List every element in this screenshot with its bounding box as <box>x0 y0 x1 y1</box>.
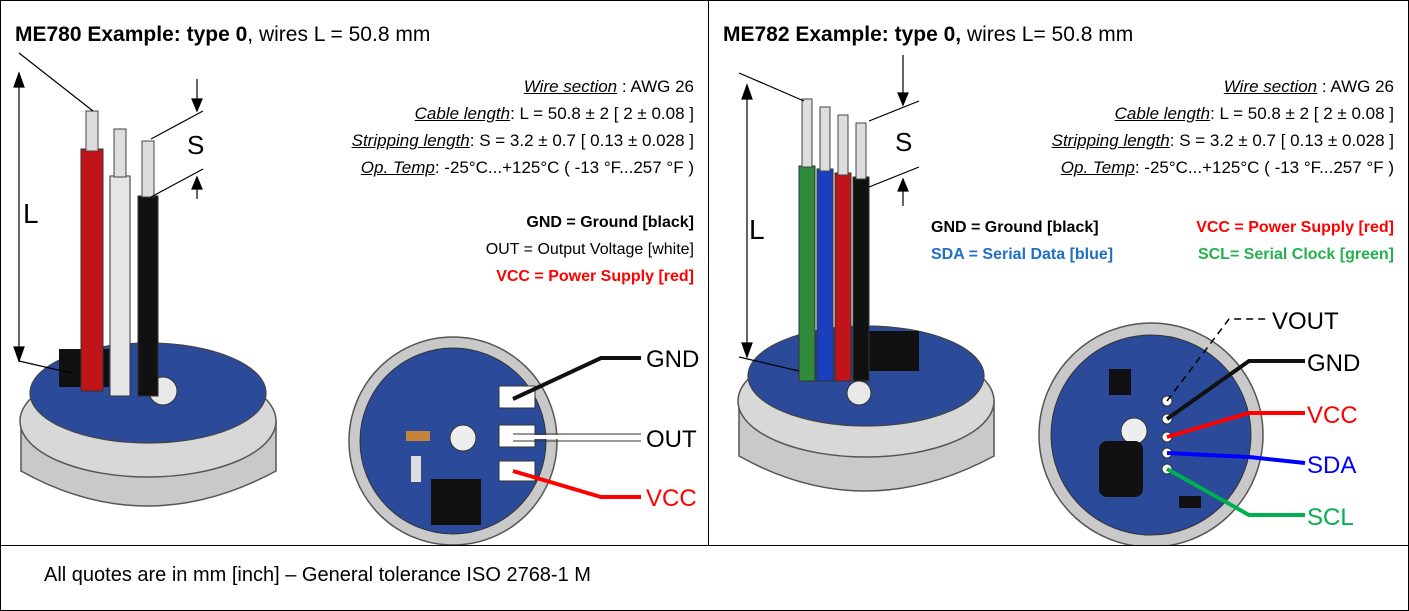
spec-sep: : <box>1169 131 1180 150</box>
legend-gnd: GND = Ground [black] <box>526 214 694 231</box>
spec-sep: : <box>434 158 445 177</box>
me782-legend-right: VCC = Power Supply [red] SCL= Serial Clo… <box>1196 214 1394 268</box>
me782-pin-sda: SDA <box>1307 452 1356 479</box>
me782-title-rest: wires L= 50.8 mm <box>961 23 1134 46</box>
me780-pin-out: OUT <box>646 426 697 453</box>
me782-dim-s-label: S <box>895 127 912 157</box>
spec-row: Wire section : AWG 26 <box>1052 73 1394 100</box>
legend-sda: SDA = Serial Data [blue] <box>931 246 1114 263</box>
me780-pin-vcc: VCC <box>646 485 697 512</box>
me782-drawing: VOUT GND VCC SDA SCL L S <box>737 55 1360 545</box>
spec-value: -25°C...+125°C ( -13 °F...257 °F ) <box>444 158 694 177</box>
me782-pin-vcc: VCC <box>1307 402 1358 429</box>
spec-value: L = 50.8 ± 2 [ 2 ± 0.08 ] <box>519 104 694 123</box>
spec-label: Op. Temp <box>1060 158 1135 177</box>
spec-row: Cable length: L = 50.8 ± 2 [ 2 ± 0.08 ] <box>1052 100 1394 127</box>
me780-panel: GND OUT VCC L S ME780 Example: type 0, w… <box>1 1 708 545</box>
legend-out: OUT = Output Voltage [white] <box>485 241 694 258</box>
me782-wires <box>798 98 870 382</box>
me780-pin-gnd: GND <box>646 346 699 373</box>
footer-note: All quotes are in mm [inch] – General to… <box>44 564 591 586</box>
me780-title-rest: , wires L = 50.8 mm <box>247 23 431 46</box>
me780-wires <box>80 110 159 397</box>
me780-dimension-s <box>150 79 204 199</box>
me780-dim-s-label: S <box>187 130 204 160</box>
spec-sep: : <box>469 131 480 150</box>
me780-legend: GND = Ground [black] OUT = Output Voltag… <box>486 209 694 290</box>
me782-pin-leads <box>1165 318 1306 517</box>
spec-value: S = 3.2 ± 0.7 [ 0.13 ± 0.028 ] <box>479 131 694 150</box>
me782-pin-gnd: GND <box>1307 350 1360 377</box>
spec-value: S = 3.2 ± 0.7 [ 0.13 ± 0.028 ] <box>1179 131 1394 150</box>
me780-board-top-view <box>348 336 558 545</box>
spec-value: AWG 26 <box>630 77 694 96</box>
spec-row: Stripping length: S = 3.2 ± 0.7 [ 0.13 ±… <box>352 127 694 154</box>
me782-pin-vout: VOUT <box>1272 308 1339 335</box>
spec-value: -25°C...+125°C ( -13 °F...257 °F ) <box>1144 158 1394 177</box>
me780-pin-leads <box>512 356 641 499</box>
spec-row: Wire section : AWG 26 <box>352 73 694 100</box>
me780-dimension-l <box>13 52 94 374</box>
vertical-divider <box>708 1 709 545</box>
spec-label: Cable length <box>1114 104 1211 123</box>
me782-dimension-l <box>738 72 805 372</box>
me780-title-bold: ME780 Example: type 0 <box>15 23 248 46</box>
legend-gnd: GND = Ground [black] <box>931 219 1099 236</box>
me780-title: ME780 Example: type 0, wires L = 50.8 mm <box>15 23 430 47</box>
me782-panel: VOUT GND VCC SDA SCL L S ME782 Example: … <box>709 1 1408 545</box>
me782-specs: Wire section : AWG 26 Cable length: L = … <box>1052 73 1394 181</box>
spec-sep: : <box>1317 77 1331 96</box>
spec-value: L = 50.8 ± 2 [ 2 ± 0.08 ] <box>1219 104 1394 123</box>
me782-legend-left: GND = Ground [black] SDA = Serial Data [… <box>931 214 1113 268</box>
me780-dim-l-label: L <box>23 198 39 229</box>
spec-label: Wire section <box>1223 77 1318 96</box>
spec-sep: : <box>1210 104 1220 123</box>
spec-label: Cable length <box>414 104 511 123</box>
legend-vcc: VCC = Power Supply [red] <box>496 268 694 285</box>
spec-row: Cable length: L = 50.8 ± 2 [ 2 ± 0.08 ] <box>352 100 694 127</box>
spec-row: Op. Temp: -25°C...+125°C ( -13 °F...257 … <box>1052 154 1394 181</box>
spec-value: AWG 26 <box>1330 77 1394 96</box>
spec-row: Op. Temp: -25°C...+125°C ( -13 °F...257 … <box>352 154 694 181</box>
me780-specs: Wire section : AWG 26 Cable length: L = … <box>352 73 694 181</box>
me780-drawing: GND OUT VCC L S <box>13 52 699 545</box>
me782-title: ME782 Example: type 0, wires L= 50.8 mm <box>723 23 1133 47</box>
me782-pin-scl: SCL <box>1307 504 1354 531</box>
me782-dimension-s <box>868 55 920 206</box>
spec-label: Stripping length <box>351 131 470 150</box>
spec-label: Op. Temp <box>360 158 435 177</box>
legend-scl: SCL= Serial Clock [green] <box>1197 246 1394 263</box>
spec-sep: : <box>617 77 631 96</box>
spec-row: Stripping length: S = 3.2 ± 0.7 [ 0.13 ±… <box>1052 127 1394 154</box>
spec-label: Wire section <box>523 77 618 96</box>
legend-vcc: VCC = Power Supply [red] <box>1196 219 1394 236</box>
spec-label: Stripping length <box>1051 131 1170 150</box>
horizontal-divider <box>1 545 1408 546</box>
me782-title-bold: ME782 Example: type 0, <box>723 23 962 46</box>
me782-dim-l-label: L <box>749 214 765 245</box>
spec-sep: : <box>1134 158 1145 177</box>
spec-sep: : <box>510 104 520 123</box>
me782-board-top-view <box>1038 322 1264 545</box>
